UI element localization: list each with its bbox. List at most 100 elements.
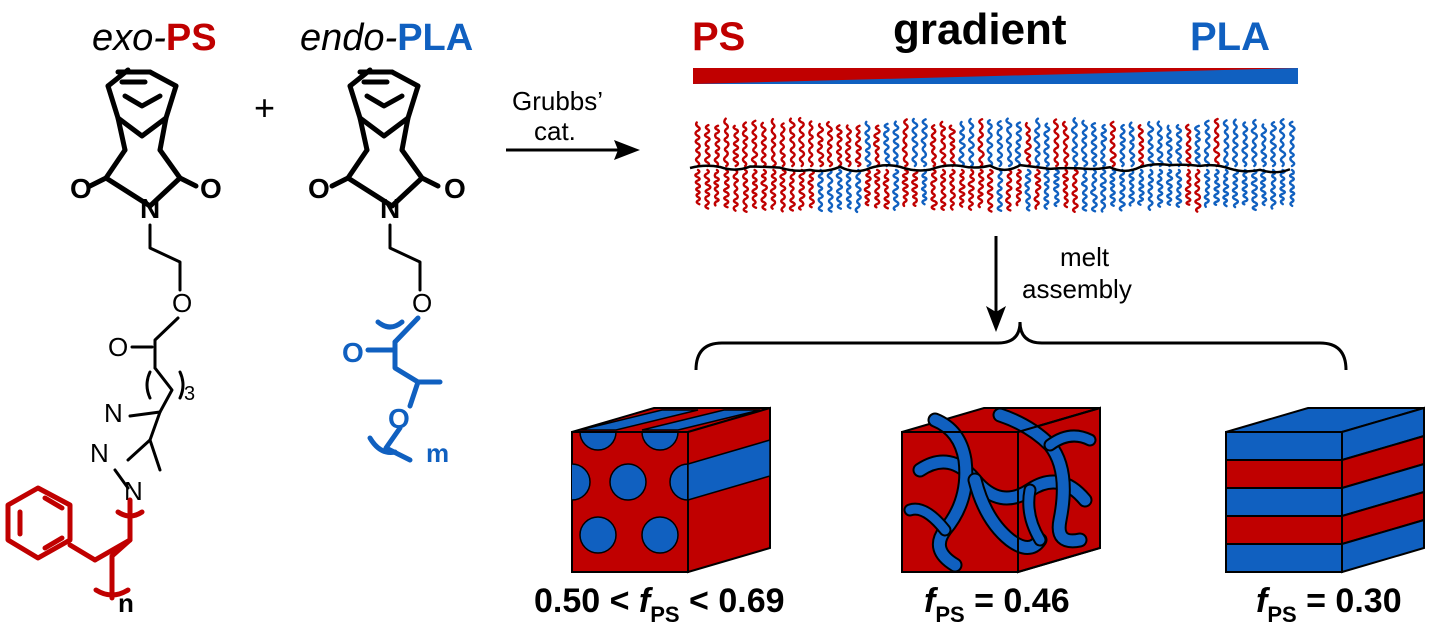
brush-side-chain: [835, 124, 843, 168]
brush-side-chain: [741, 168, 750, 213]
catalyst-label-line2: cat.: [534, 116, 576, 146]
exo-polystyrene-chain: [5, 485, 145, 601]
brush-side-chain: [1109, 168, 1117, 207]
cube-gyroid: [901, 406, 1101, 574]
brush-side-chain: [1052, 168, 1060, 208]
brush-side-chain: [1033, 168, 1042, 210]
morphology-label-lamellae: fPS = 0.30: [1256, 582, 1402, 627]
brush-backbone: [689, 163, 1291, 174]
exo-carbonyl-o-right: O: [200, 173, 222, 204]
brush-side-chain: [911, 168, 919, 207]
brush-side-chain: [883, 122, 891, 168]
brush-side-chain: [694, 121, 701, 168]
assembly-label: assembly: [1022, 274, 1132, 304]
brush-side-chain: [835, 168, 844, 210]
exo-imide-n: N: [140, 193, 160, 224]
exo-triazole-n1: N: [104, 398, 123, 428]
brush-side-chain: [977, 168, 985, 209]
brush-side-chain: [1203, 168, 1211, 208]
brush-side-chain: [1099, 168, 1107, 213]
brush-side-chain: [844, 124, 852, 168]
brush-side-chain: [939, 120, 947, 168]
brush-side-chain: [826, 168, 834, 213]
brush-side-chain: [1213, 168, 1221, 206]
brush-side-chain: [901, 118, 909, 168]
brush-side-chain: [825, 120, 834, 168]
plus-sign: +: [254, 87, 275, 128]
brush-side-chain: [1213, 117, 1221, 168]
exo-norbornene-ring: [87, 67, 199, 209]
brush-side-chain: [779, 168, 787, 213]
brush-side-chain: [816, 122, 825, 168]
gradient-brush-polymer: [689, 116, 1296, 214]
brush-side-chain: [1278, 168, 1287, 206]
brush-side-chain: [1015, 168, 1023, 207]
brush-side-chain: [1194, 124, 1201, 168]
brush-side-chain: [1071, 168, 1079, 213]
brush-side-chain: [1137, 124, 1145, 168]
brush-side-chain: [1231, 168, 1240, 209]
brush-side-chain: [1165, 124, 1173, 168]
brush-side-chain: [788, 117, 796, 168]
exo-spacer-subscript: 3: [184, 383, 195, 405]
brush-side-chain: [1250, 168, 1259, 212]
endo-pla-label: PLA: [397, 17, 473, 59]
cube-lamellae: [1225, 406, 1425, 574]
exo-ethyl-linker: [148, 223, 182, 292]
exo-triazole-n2: N: [90, 438, 109, 468]
brush-side-chain: [1024, 122, 1032, 168]
brush-side-chain: [958, 120, 966, 168]
gradient-ps-label: PS: [692, 15, 745, 59]
brush-side-chain: [1175, 168, 1183, 208]
brush-side-chain: [741, 121, 749, 168]
brush-side-chain: [967, 117, 975, 168]
brush-side-chain: [1203, 119, 1211, 168]
brush-side-chain: [1194, 168, 1202, 213]
exo-carbonyl-o-left: O: [70, 173, 92, 204]
arrow-head-icon: [614, 140, 640, 160]
brush-side-chain: [892, 168, 900, 211]
endo-ether-o: O: [412, 288, 432, 318]
brush-side-chain: [1043, 168, 1050, 210]
brush-side-chain: [901, 168, 909, 208]
brush-side-chain: [873, 168, 881, 209]
brush-side-chain: [872, 124, 881, 168]
exo-ester-bond: [153, 316, 180, 370]
exo-ester-carbonyl-o: O: [108, 332, 128, 362]
endo-ethyl-linker: [388, 223, 422, 292]
brush-side-chain: [1241, 121, 1249, 168]
brush-side-chain: [986, 119, 994, 168]
brush-side-chain: [732, 168, 739, 212]
morphology-label-cylinders: 0.50 < fPS < 0.69: [534, 582, 785, 627]
brush-side-chain: [1118, 168, 1126, 212]
brush-side-chain: [1231, 118, 1239, 168]
brush-side-chain: [703, 168, 712, 210]
brush-side-chain: [1269, 121, 1277, 168]
brush-side-chain: [845, 168, 852, 210]
brush-side-chain: [996, 168, 1004, 212]
brush-side-chain: [882, 168, 890, 210]
gradient-header: PS gradient PLA: [692, 5, 1298, 84]
brush-side-chain: [929, 124, 937, 168]
gradient-pla-label: PLA: [1190, 15, 1270, 59]
brush-side-chain: [1269, 168, 1277, 210]
pla-carbonyl-o: O: [342, 337, 364, 368]
brush-side-chain: [1288, 168, 1296, 208]
brush-side-chain: [1250, 118, 1259, 168]
brush-side-chain: [807, 168, 815, 209]
morphology-brace: [694, 321, 1348, 371]
brush-side-chain: [770, 117, 777, 168]
endo-prefix: endo-: [300, 17, 397, 59]
exo-triazole-n3: N: [124, 476, 143, 506]
brush-side-chain: [939, 168, 947, 211]
brush-side-chain: [949, 168, 956, 211]
brush-side-chain: [930, 168, 938, 211]
brush-side-chain: [807, 120, 814, 168]
svg-text:exo-PS: exo-PS: [92, 17, 217, 59]
brush-side-chain: [1128, 168, 1135, 207]
brush-side-chain: [854, 168, 862, 214]
brush-side-chain: [1260, 123, 1268, 168]
brush-side-chain: [1137, 168, 1145, 206]
melt-label: melt: [1060, 242, 1110, 272]
